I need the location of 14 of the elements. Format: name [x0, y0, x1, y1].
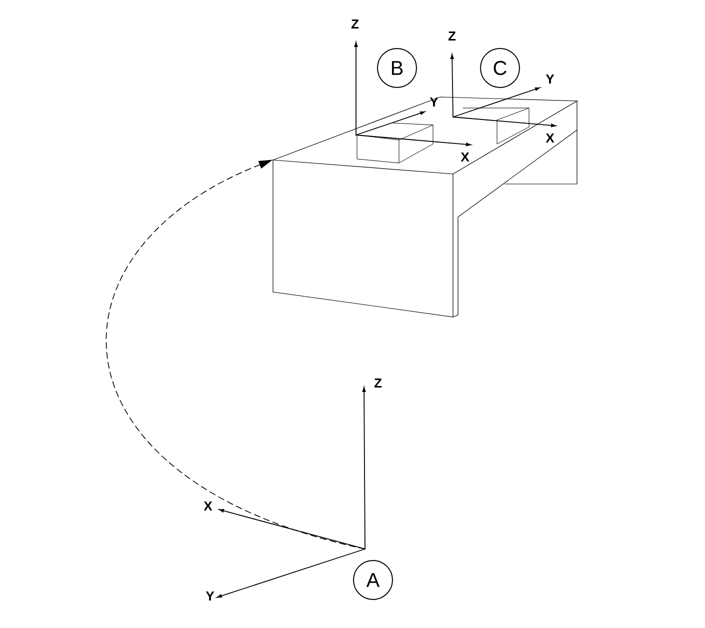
axis-label: Y [546, 74, 554, 84]
axis-label: X [204, 502, 212, 510]
axis-label: X [460, 152, 470, 162]
axis-label: Z [374, 378, 382, 388]
axis-label: X [546, 134, 554, 142]
circle-label: C [480, 48, 520, 88]
table-front-face [272, 160, 454, 318]
dashed-arrow [106, 160, 366, 550]
axis-label: Y [430, 98, 438, 106]
axis-label: Y [206, 592, 214, 600]
circle-label: A [353, 560, 393, 600]
axis-label: Z [448, 32, 456, 40]
axis-label: Z [351, 20, 359, 28]
circle-label: B [377, 48, 417, 88]
